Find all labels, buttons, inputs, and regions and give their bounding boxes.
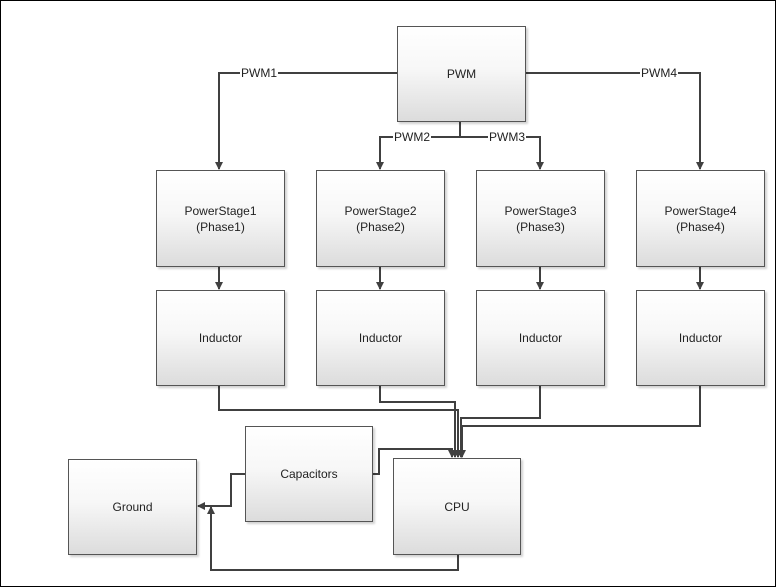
edge-cap-cpu [373, 448, 456, 475]
edge-pwm2 [376, 136, 460, 170]
node-powerstage3-line1: PowerStage3 [504, 203, 577, 218]
node-powerstage2-line1: PowerStage2 [344, 203, 417, 218]
edge-ind3-cpu [457, 386, 541, 458]
node-powerstage2: PowerStage2 (Phase2) [316, 170, 445, 267]
node-inductor4-label: Inductor [678, 331, 723, 345]
node-cpu: CPU [393, 458, 521, 555]
edge-label-pwm1: PWM1 [240, 66, 278, 80]
node-pwm-label: PWM [446, 67, 477, 81]
node-pwm: PWM [397, 26, 526, 122]
edge-ind2-cpu [379, 386, 459, 458]
edge-cpu-ground [207, 506, 459, 571]
node-inductor4: Inductor [636, 290, 765, 386]
node-powerstage1-line1: PowerStage1 [184, 203, 257, 218]
node-powerstage1: PowerStage1 (Phase1) [156, 170, 285, 267]
node-ground: Ground [68, 459, 197, 555]
node-powerstage4: PowerStage4 (Phase4) [636, 170, 765, 267]
node-powerstage3: PowerStage3 (Phase3) [476, 170, 605, 267]
node-inductor1: Inductor [156, 290, 285, 386]
node-powerstage1-line2: (Phase1) [196, 219, 245, 234]
edge-label-pwm2: PWM2 [393, 130, 431, 144]
node-cpu-label: CPU [444, 499, 470, 514]
node-capacitors: Capacitors [245, 426, 373, 522]
node-ground-label: Ground [112, 500, 153, 514]
edge-label-pwm4: PWM4 [640, 66, 678, 80]
node-powerstage2-line2: (Phase2) [356, 219, 405, 234]
node-inductor2-label: Inductor [358, 331, 403, 345]
edge-label-pwm3: PWM3 [488, 130, 526, 144]
node-inductor2: Inductor [316, 290, 445, 386]
edge-ind1-cpu [218, 386, 462, 458]
node-powerstage3-line2: (Phase3) [516, 219, 565, 234]
edge-pwm3 [460, 136, 544, 170]
edge-pwm1 [215, 72, 397, 170]
node-powerstage4-line2: (Phase4) [676, 219, 725, 234]
edge-ind4-cpu [458, 386, 701, 458]
edge-pwm4 [526, 72, 704, 170]
node-capacitors-label: Capacitors [280, 467, 338, 481]
node-inductor3-label: Inductor [518, 331, 563, 345]
node-powerstage4-line1: PowerStage4 [664, 203, 737, 218]
node-inductor3: Inductor [476, 290, 605, 386]
edge-cap-ground [197, 473, 245, 510]
node-inductor1-label: Inductor [198, 331, 243, 345]
